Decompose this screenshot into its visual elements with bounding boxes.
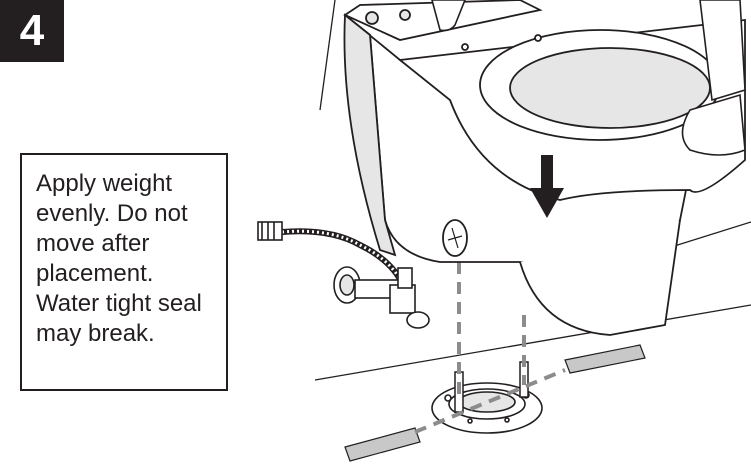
step-number: 4 [19,6,45,55]
note-line: Water tight seal [36,290,202,317]
floor-flange [431,382,543,434]
toilet-bowl [343,0,746,336]
floor-lines [314,0,751,381]
note-line: may break. [36,320,155,347]
hands [431,0,746,156]
note-line: placement. [36,260,154,287]
note-line: Apply weight [36,170,173,197]
shutoff-valve [333,266,430,329]
floor-tape-strips [344,344,646,462]
water-supply-line [257,221,408,292]
instruction-note-box: Apply weight evenly. Do not move after p… [20,153,228,391]
alignment-guides [414,262,566,434]
down-arrow-icon [530,155,564,218]
note-line: evenly. Do not [36,200,188,227]
step-number-badge: 4 [0,0,64,62]
note-line: move after [36,230,150,257]
